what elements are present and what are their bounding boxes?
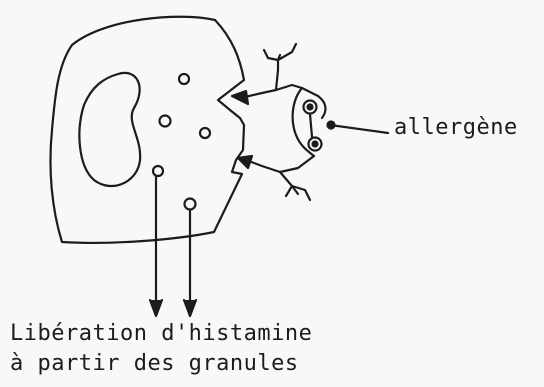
- receptor-anchor: [238, 156, 252, 168]
- allergen-label: allergène: [394, 115, 518, 140]
- allergen-molecule: [313, 142, 318, 147]
- histamine-release-caption-line-1: Libération d'histamine: [10, 321, 312, 346]
- granule: [179, 74, 189, 84]
- granule: [200, 128, 210, 138]
- histamine-release-caption-line-2: à partir des granules: [10, 351, 299, 376]
- ige-antibody-upper-branch: [264, 44, 296, 90]
- ige-antibody-lower: [246, 156, 314, 172]
- granule: [160, 116, 171, 127]
- granule: [153, 166, 163, 176]
- allergen-pointer-dot: [328, 122, 335, 129]
- receptor-anchor: [232, 91, 248, 104]
- antibody-arm: [318, 96, 325, 118]
- histamine-arrow-left-head: [150, 300, 162, 316]
- allergen-pointer: [330, 125, 388, 133]
- allergen-molecule: [308, 105, 313, 110]
- nucleus: [79, 73, 140, 186]
- allergen-link: [310, 114, 312, 137]
- histamine-arrow-right-head: [184, 300, 196, 316]
- granule: [185, 199, 196, 210]
- ige-antibody-upper: [245, 85, 318, 97]
- ige-antibody-lower-branch: [280, 172, 310, 200]
